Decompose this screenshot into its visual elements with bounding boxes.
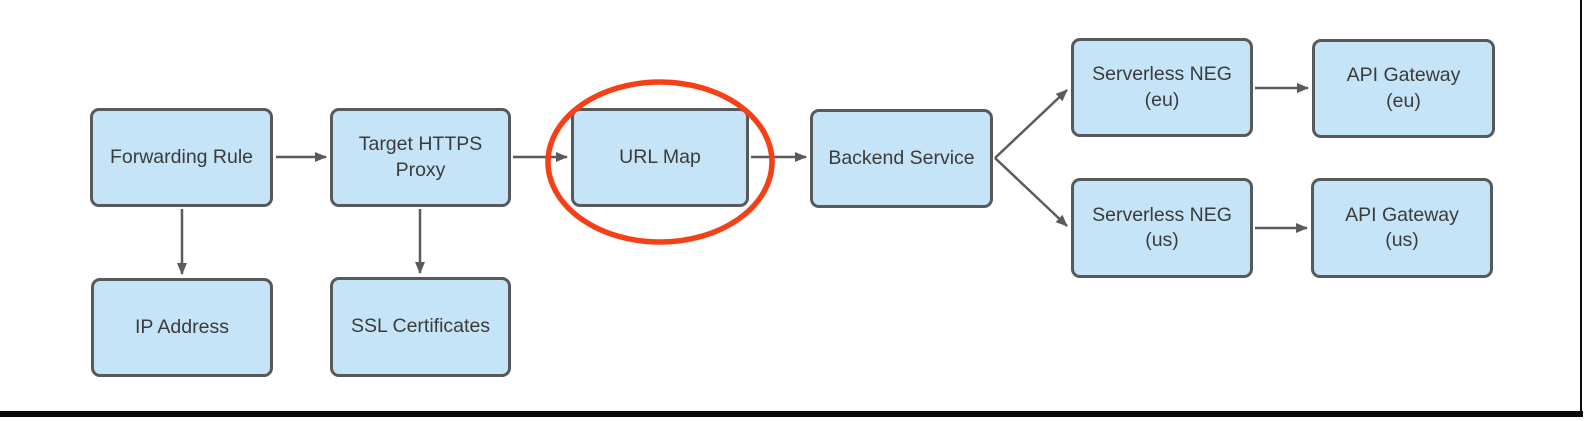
edge-backend-service-to-serverless-neg-us (994, 157, 1068, 227)
node-serverless-neg-eu-label-line1: Serverless NEG (1092, 63, 1232, 86)
node-ip-address: IP Address (91, 278, 273, 377)
node-ssl-certificates-label: SSL Certificates (350, 315, 491, 338)
node-url-map: URL Map (571, 108, 749, 207)
node-api-gateway-us-label-line2: (us) (1385, 229, 1419, 251)
node-forwarding-rule: Forwarding Rule (90, 108, 273, 207)
node-api-gateway-eu-label-line2: (eu) (1386, 89, 1421, 112)
node-api-gateway-eu-label-line1: API Gateway (1346, 64, 1461, 87)
node-target-https-proxy-label-line2: Proxy (395, 158, 446, 181)
node-target-https-proxy-label-line1: Target HTTPS (358, 133, 483, 156)
node-serverless-neg-eu: Serverless NEG (eu) (1071, 38, 1253, 137)
edge-backend-service-to-serverless-neg-eu (994, 89, 1068, 159)
node-serverless-neg-us-label-line2: (us) (1145, 229, 1179, 251)
node-backend-service-label: Backend Service (828, 146, 975, 169)
node-api-gateway-us: API Gateway (us) (1311, 178, 1493, 278)
node-ssl-certificates: SSL Certificates (330, 277, 511, 377)
node-backend-service: Backend Service (810, 109, 993, 208)
node-url-map-label: URL Map (619, 145, 701, 168)
node-serverless-neg-eu-label-line2: (eu) (1144, 88, 1180, 111)
node-forwarding-rule-label: Forwarding Rule (109, 145, 254, 168)
node-api-gateway-us-label-line1: API Gateway (1345, 203, 1459, 226)
node-serverless-neg-us-label-line1: Serverless NEG (1092, 203, 1232, 226)
node-api-gateway-eu: API Gateway (eu) (1312, 39, 1495, 138)
window-border-bottom (0, 411, 1583, 417)
node-serverless-neg-us: Serverless NEG (us) (1071, 178, 1253, 278)
node-target-https-proxy: Target HTTPS Proxy (330, 108, 511, 207)
node-ip-address-label: IP Address (135, 315, 229, 338)
window-border-right (1580, 0, 1582, 417)
